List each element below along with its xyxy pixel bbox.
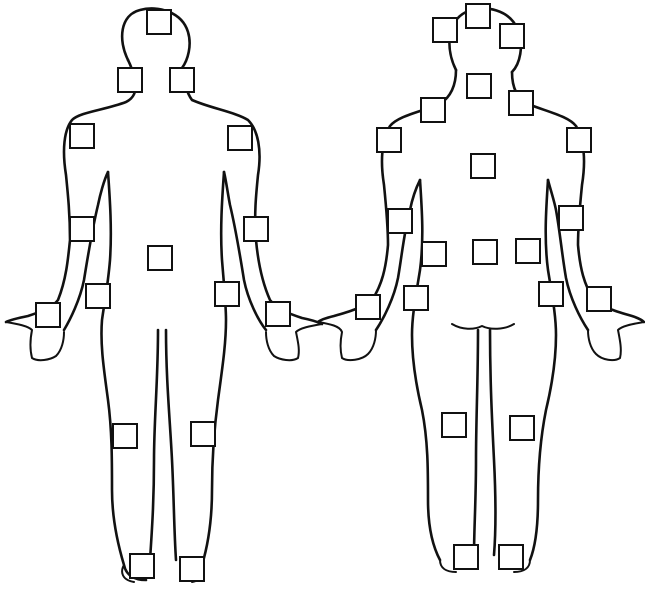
- back-right-hand-checkbox[interactable]: [586, 286, 612, 312]
- back-neck-checkbox[interactable]: [466, 73, 492, 99]
- front-right-forearm-checkbox[interactable]: [214, 281, 240, 307]
- back-right-forearm-checkbox[interactable]: [538, 281, 564, 307]
- back-left-calf-checkbox[interactable]: [441, 412, 467, 438]
- back-left-shoulder-checkbox[interactable]: [376, 127, 402, 153]
- back-right-shoulder-checkbox[interactable]: [566, 127, 592, 153]
- back-mid-back-checkbox[interactable]: [470, 153, 496, 179]
- back-right-calf-checkbox[interactable]: [509, 415, 535, 441]
- front-forehead-checkbox[interactable]: [146, 9, 172, 35]
- back-left-heel-checkbox[interactable]: [453, 544, 479, 570]
- back-right-arm-checkbox[interactable]: [558, 205, 584, 231]
- front-left-neck-checkbox[interactable]: [117, 67, 143, 93]
- front-right-hand-checkbox[interactable]: [265, 301, 291, 327]
- front-right-upper-arm-checkbox[interactable]: [243, 216, 269, 242]
- front-left-knee-checkbox[interactable]: [112, 423, 138, 449]
- front-right-foot-checkbox[interactable]: [179, 556, 205, 582]
- front-body-outline: [6, 8, 322, 582]
- back-right-lower-back-checkbox[interactable]: [515, 238, 541, 264]
- back-top-head-checkbox[interactable]: [465, 3, 491, 29]
- front-right-knee-checkbox[interactable]: [190, 421, 216, 447]
- front-abdomen-checkbox[interactable]: [147, 245, 173, 271]
- back-center-lower-back-checkbox[interactable]: [472, 239, 498, 265]
- front-left-foot-checkbox[interactable]: [129, 553, 155, 579]
- back-left-arm-checkbox[interactable]: [387, 208, 413, 234]
- front-left-forearm-checkbox[interactable]: [85, 283, 111, 309]
- back-right-head-checkbox[interactable]: [499, 23, 525, 49]
- back-left-head-checkbox[interactable]: [432, 17, 458, 43]
- back-right-heel-checkbox[interactable]: [498, 544, 524, 570]
- back-left-upper-back-checkbox[interactable]: [420, 97, 446, 123]
- front-left-upper-arm-checkbox[interactable]: [69, 216, 95, 242]
- back-right-upper-back-checkbox[interactable]: [508, 90, 534, 116]
- back-left-lower-back-checkbox[interactable]: [421, 241, 447, 267]
- back-left-forearm-checkbox[interactable]: [403, 285, 429, 311]
- front-left-shoulder-checkbox[interactable]: [69, 123, 95, 149]
- front-right-shoulder-checkbox[interactable]: [227, 125, 253, 151]
- front-left-hand-checkbox[interactable]: [35, 302, 61, 328]
- front-right-neck-checkbox[interactable]: [169, 67, 195, 93]
- back-left-hand-checkbox[interactable]: [355, 294, 381, 320]
